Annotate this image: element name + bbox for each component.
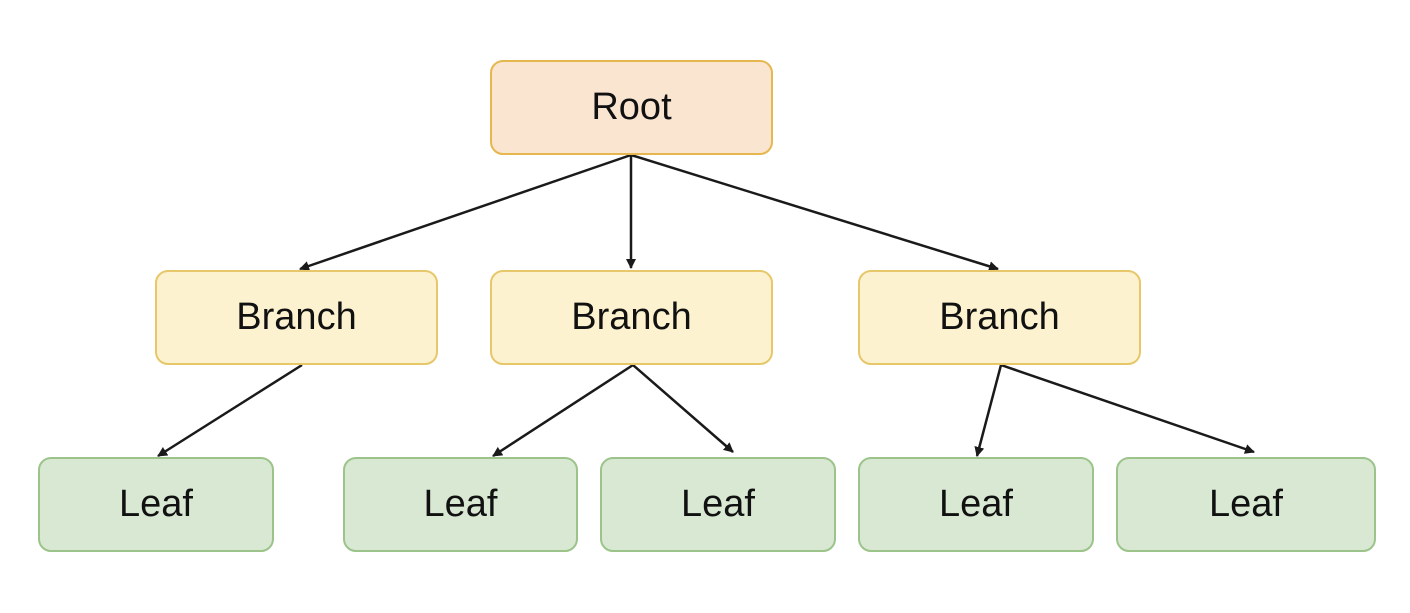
branch-node-1[interactable]: Branch bbox=[155, 270, 438, 365]
branch-label: Branch bbox=[571, 296, 692, 338]
edge-root-branch-1 bbox=[299, 153, 632, 271]
leaf-label: Leaf bbox=[1209, 483, 1283, 525]
root-node[interactable]: Root bbox=[490, 60, 773, 155]
leaf-label: Leaf bbox=[681, 483, 755, 525]
leaf-label: Leaf bbox=[423, 483, 498, 525]
leaf-node-1[interactable]: Leaf bbox=[38, 457, 274, 552]
leaf-node-2[interactable]: Leaf bbox=[343, 457, 578, 552]
branch-node-3[interactable]: Branch bbox=[858, 270, 1141, 365]
leaf-node-5[interactable]: Leaf bbox=[1116, 457, 1376, 552]
edge-root-branch-3 bbox=[630, 153, 999, 272]
branch-label: Branch bbox=[939, 296, 1060, 338]
root-label: Root bbox=[591, 86, 672, 128]
branch-label: Branch bbox=[236, 296, 357, 338]
branch-node-2[interactable]: Branch bbox=[490, 270, 773, 365]
edge-branch-3-leaf-4 bbox=[974, 364, 1003, 457]
edge-branch-2-leaf-2 bbox=[492, 363, 634, 458]
leaf-label: Leaf bbox=[939, 483, 1013, 525]
leaf-label: Leaf bbox=[119, 483, 193, 525]
edge-branch-2-leaf-3 bbox=[632, 364, 734, 453]
leaf-node-4[interactable]: Leaf bbox=[858, 457, 1094, 552]
edge-branch-1-leaf-1 bbox=[157, 363, 303, 458]
edge-branch-3-leaf-5 bbox=[1000, 363, 1255, 454]
leaf-node-3[interactable]: Leaf bbox=[600, 457, 836, 552]
